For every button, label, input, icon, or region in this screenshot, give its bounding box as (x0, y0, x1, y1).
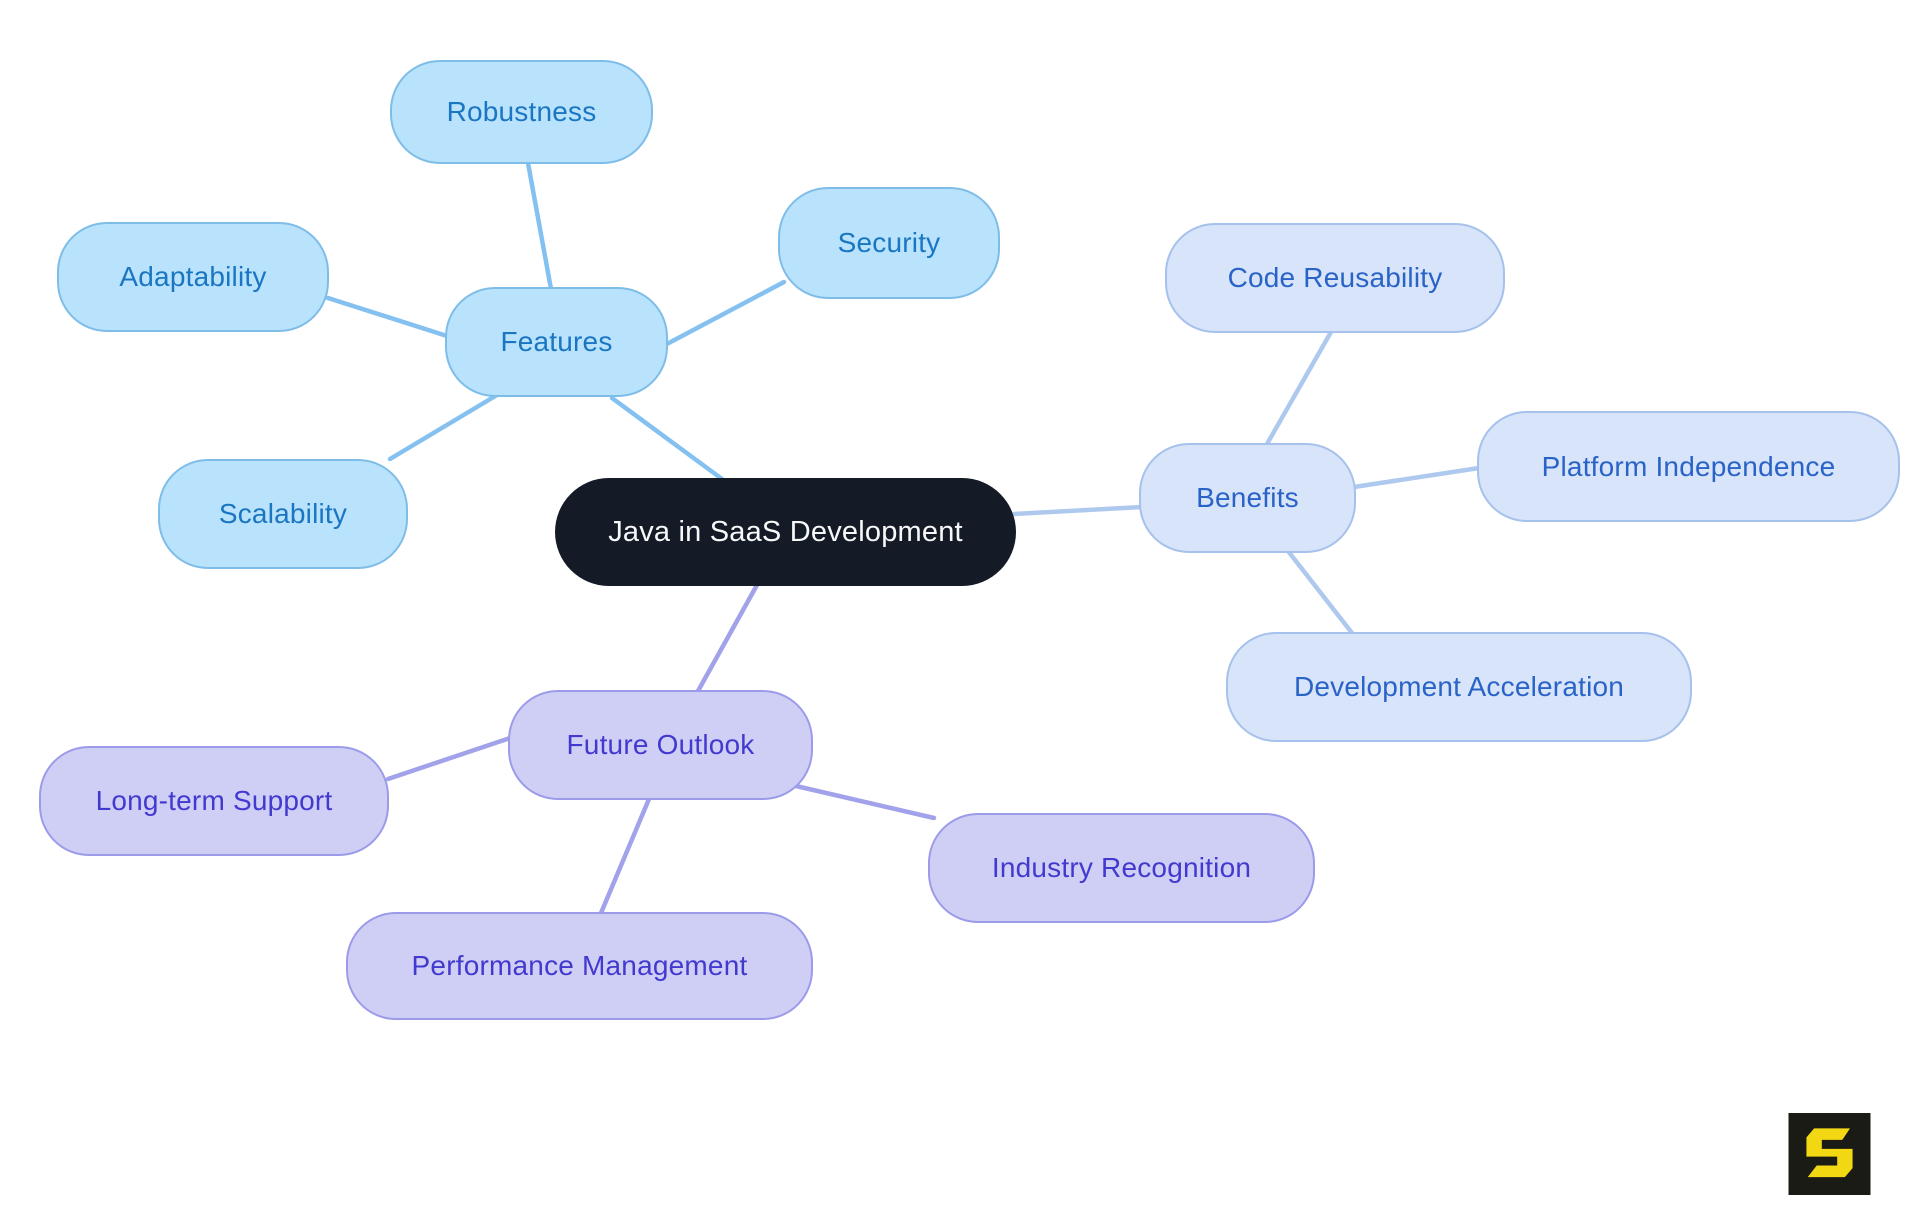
node-robustness[interactable]: Robustness (390, 60, 653, 164)
s-logo-icon (1788, 1113, 1871, 1195)
node-platform-independence[interactable]: Platform Independence (1477, 411, 1900, 522)
node-development-acceleration[interactable]: Development Acceleration (1226, 632, 1692, 742)
node-long-term-support[interactable]: Long-term Support (39, 746, 389, 856)
edge-features-security (662, 279, 787, 348)
node-performance-management-label: Performance Management (411, 950, 748, 981)
edge-features-adaptability (325, 295, 450, 339)
node-future-outlook-label: Future Outlook (566, 729, 755, 760)
node-industry-recognition[interactable]: Industry Recognition (928, 813, 1315, 923)
node-industry-recognition-label: Industry Recognition (991, 852, 1252, 883)
edge-central-benefits (1011, 504, 1145, 517)
node-scalability-label: Scalability (218, 498, 348, 529)
node-future-outlook[interactable]: Future Outlook (508, 690, 813, 800)
node-central[interactable]: Java in SaaS Development (555, 478, 1016, 586)
node-scalability[interactable]: Scalability (158, 459, 408, 569)
edge-benefits-development-acceleration (1285, 548, 1355, 636)
node-features[interactable]: Features (445, 287, 668, 397)
edge-future-industry-recognition (793, 783, 937, 821)
node-code-reusability-label: Code Reusability (1227, 262, 1443, 293)
node-benefits[interactable]: Benefits (1139, 443, 1356, 553)
node-robustness-label: Robustness (446, 96, 597, 127)
node-long-term-support-label: Long-term Support (95, 785, 333, 816)
node-development-acceleration-label: Development Acceleration (1293, 671, 1625, 702)
edge-future-performance-management (598, 796, 652, 916)
node-code-reusability[interactable]: Code Reusability (1165, 223, 1505, 333)
node-features-label: Features (500, 326, 613, 357)
node-adaptability-label: Adaptability (119, 261, 267, 292)
edge-features-scalability (387, 392, 500, 462)
edge-benefits-code-reusability (1264, 329, 1334, 447)
edge-central-future-outlook (695, 582, 760, 694)
edge-features-robustness (525, 160, 554, 292)
node-security-label: Security (837, 227, 941, 258)
edge-central-features (609, 395, 725, 482)
node-platform-independence-label: Platform Independence (1541, 450, 1836, 482)
node-central-label: Java in SaaS Development (608, 515, 963, 548)
node-benefits-label: Benefits (1196, 482, 1299, 513)
node-adaptability[interactable]: Adaptability (57, 222, 329, 332)
node-security[interactable]: Security (778, 187, 1000, 299)
node-performance-management[interactable]: Performance Management (346, 912, 813, 1020)
edge-future-long-term-support (385, 735, 513, 782)
edge-benefits-platform-independence (1351, 465, 1482, 490)
